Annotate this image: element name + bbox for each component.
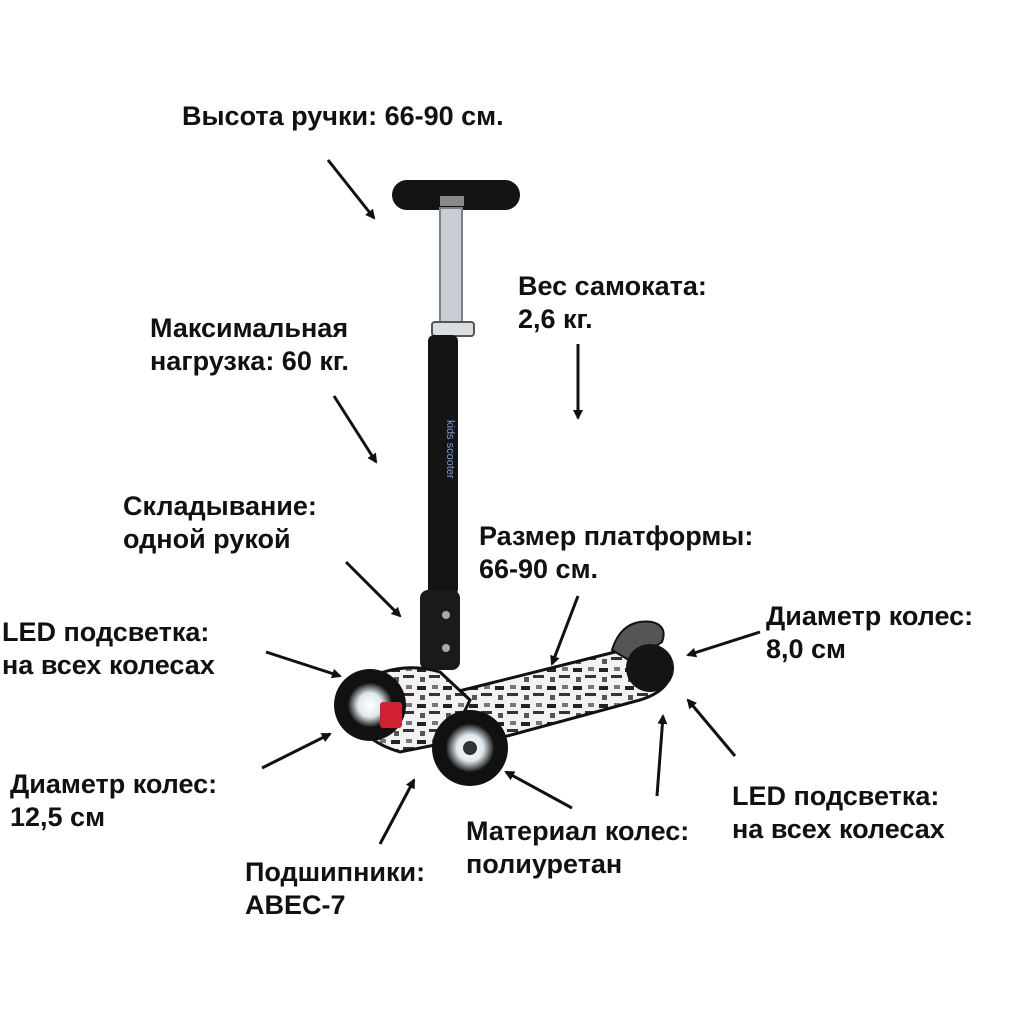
folding-joint xyxy=(420,590,460,670)
label-max-load: Максимальная нагрузка: 60 кг. xyxy=(150,313,349,376)
label-folding: Складывание: одной рукой xyxy=(123,491,317,554)
label-bearings: Подшипники: ABEC-7 xyxy=(245,857,426,920)
label-rear-wheel-diameter: Диаметр колес: 8,0 см xyxy=(766,601,974,664)
upper-stem xyxy=(439,207,463,329)
arrow-pointer-icon xyxy=(265,650,342,679)
arrow-pointer-icon xyxy=(332,395,378,464)
arrow-pointer-icon xyxy=(655,714,668,797)
arrow-pointer-icon xyxy=(326,159,376,220)
stem-brand-print: kids scooter xyxy=(444,420,456,479)
label-front-wheel-diameter: Диаметр колес: 12,5 см xyxy=(10,769,218,832)
label-led-left: LED подсветка: на всех колесах xyxy=(2,617,215,680)
height-clamp xyxy=(431,321,475,337)
arrow-pointer-icon xyxy=(550,595,580,666)
arrow-pointer-icon xyxy=(378,778,416,845)
rear-brake-fender xyxy=(610,620,665,664)
handlebar xyxy=(392,180,520,210)
arrow-pointer-icon xyxy=(686,630,761,658)
annotation-arrows xyxy=(261,159,761,845)
label-scooter-weight: Вес самоката: 2,6 кг. xyxy=(518,271,707,334)
arrow-pointer-icon xyxy=(344,560,402,618)
arrow-pointer-icon xyxy=(686,698,737,757)
label-platform-size: Размер платформы: 66-90 см. xyxy=(479,521,754,584)
arrow-pointer-icon xyxy=(261,732,332,770)
label-led-right: LED подсветка: на всех колесах xyxy=(732,781,945,844)
label-handle-height: Высота ручки: 66-90 см. xyxy=(182,101,504,131)
label-wheel-material: Материал колес: полиуретан xyxy=(466,816,690,879)
steering-clamp xyxy=(380,702,402,728)
lower-stem xyxy=(428,335,458,595)
arrow-pointer-icon xyxy=(504,770,573,810)
rear-wheel xyxy=(626,644,674,692)
